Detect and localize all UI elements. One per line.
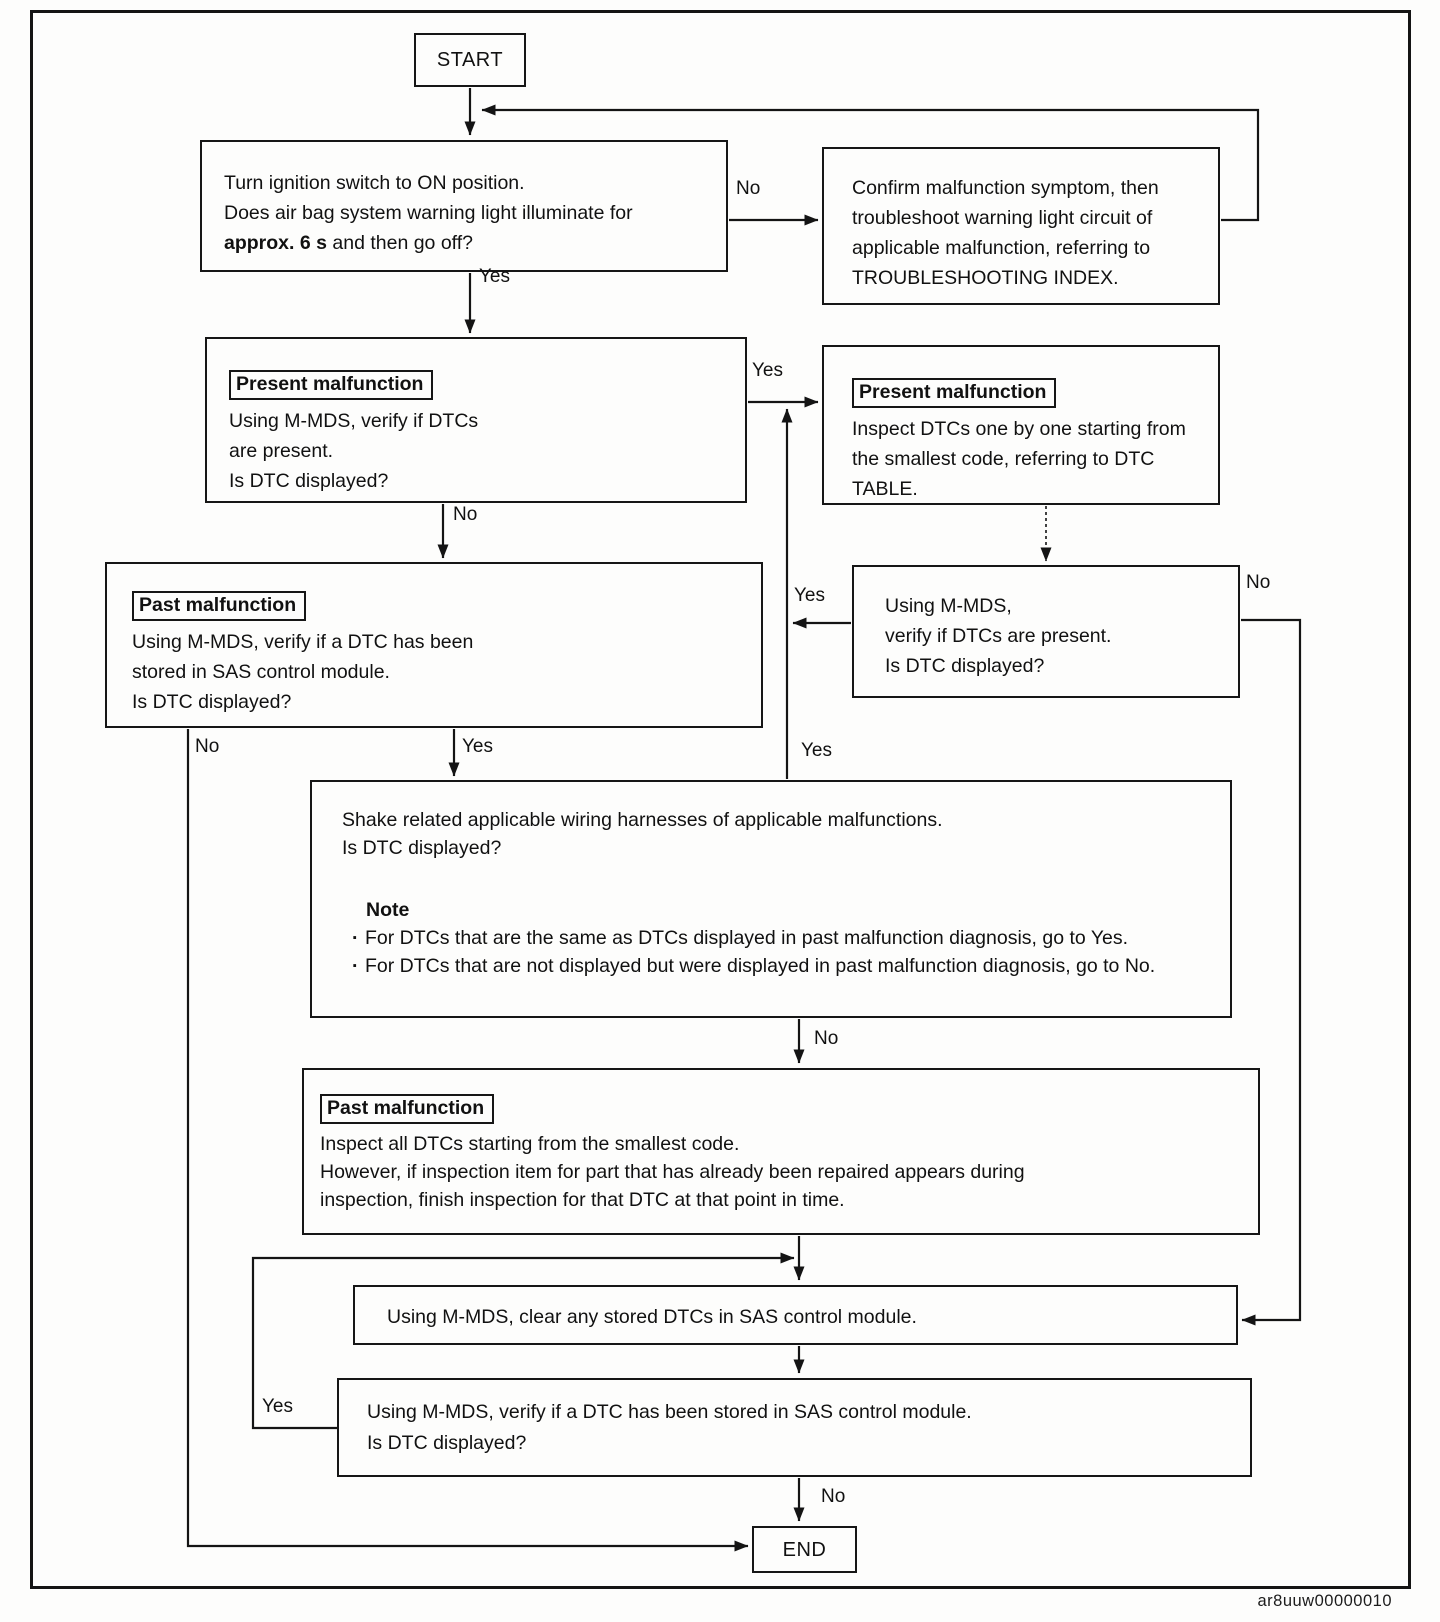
edge-label-past-no: No [195,736,220,757]
node-title: Present malfunction [229,370,434,400]
node-text: Is DTC displayed? [229,470,389,492]
node-text: Shake related applicable wiring harnesse… [342,809,943,831]
node-text: are present. [229,440,334,462]
node-clear-dtc: Using M-MDS, clear any stored DTCs in SA… [353,1285,1238,1345]
node-text: Using M-MDS, verify if a DTC has been st… [367,1401,972,1423]
node-title: Past malfunction [132,591,307,621]
node-text: Confirm malfunction symptom, then [852,177,1159,199]
node-ignition-question: Turn ignition switch to ON position. Doe… [200,140,728,272]
edge-label-verify-present-yes: Yes [794,585,825,606]
node-text: However, if inspection item for part tha… [320,1161,1025,1183]
node-verify-dtc-stored: Using M-MDS, verify if a DTC has been st… [337,1378,1252,1477]
start-label: START [436,49,504,71]
node-text: inspection, finish inspection for that D… [320,1189,845,1211]
node-text: the smallest code, referring to DTC [852,448,1155,470]
end-label: END [782,1538,827,1561]
node-text: Using M-MDS, verify if DTCs [229,410,479,432]
node-text: TROUBLESHOOTING INDEX. [852,267,1119,289]
note-item: ·For DTCs that are not displayed but wer… [352,955,1156,977]
node-text: Is DTC displayed? [367,1432,527,1454]
node-past-malfunction-inspect: Past malfunction Inspect all DTCs starti… [302,1068,1260,1235]
node-end: END [752,1526,857,1573]
node-text: Is DTC displayed? [342,837,502,859]
edge-label-shake-no: No [814,1028,839,1049]
node-text: Using M-MDS, clear any stored DTCs in SA… [387,1306,917,1328]
node-title: Past malfunction [320,1094,495,1124]
edge-label-verify-stored-no: No [821,1486,846,1507]
node-text: verify if DTCs are present. [885,625,1112,647]
node-text: Using M-MDS, verify if a DTC has been [132,631,474,653]
node-present-malfunction-inspect: Present malfunction Inspect DTCs one by … [822,345,1220,505]
note-item: ·For DTCs that are the same as DTCs disp… [352,927,1129,949]
edge-label-shake-yes: Yes [801,740,832,761]
node-text: approx. 6 s and then go off? [224,232,473,254]
node-title: Present malfunction [852,378,1057,408]
figure-code: ar8uuw00000010 [1257,1592,1392,1610]
node-text: Inspect DTCs one by one starting from [852,418,1186,440]
node-text: Turn ignition switch to ON position. [224,172,525,194]
edge-label-ignition-no: No [736,178,761,199]
note-block: Note ·For DTCs that are the same as DTCs… [342,896,1230,980]
node-past-malfunction-check: Past malfunction Using M-MDS, verify if … [105,562,763,728]
node-text: Inspect all DTCs starting from the small… [320,1133,740,1155]
edge-label-ignition-yes: Yes [479,266,510,287]
edge-label-present-yes: Yes [752,360,783,381]
node-text: stored in SAS control module. [132,661,390,683]
node-present-malfunction-check: Present malfunction Using M-MDS, verify … [205,337,747,503]
node-verify-dtc-present: Using M-MDS, verify if DTCs are present.… [852,565,1240,698]
node-text: TABLE. [852,478,918,500]
node-text: Using M-MDS, [885,595,1012,617]
edge-label-past-yes: Yes [462,736,493,757]
node-text: Does air bag system warning light illumi… [224,202,633,224]
node-text: Is DTC displayed? [885,655,1045,677]
node-text: troubleshoot warning light circuit of [852,207,1153,229]
edge-label-verify-stored-yes: Yes [262,1396,293,1417]
node-text: Is DTC displayed? [132,691,292,713]
flowchart-frame [30,10,1411,1589]
node-text: applicable malfunction, referring to [852,237,1151,259]
node-shake-harness: Shake related applicable wiring harnesse… [310,780,1232,1018]
edge-label-verify-present-no: No [1246,572,1271,593]
note-title: Note [366,899,410,921]
edge-label-present-no: No [453,504,478,525]
node-start: START [414,33,526,87]
node-confirm-symptom: Confirm malfunction symptom, then troubl… [822,147,1220,305]
